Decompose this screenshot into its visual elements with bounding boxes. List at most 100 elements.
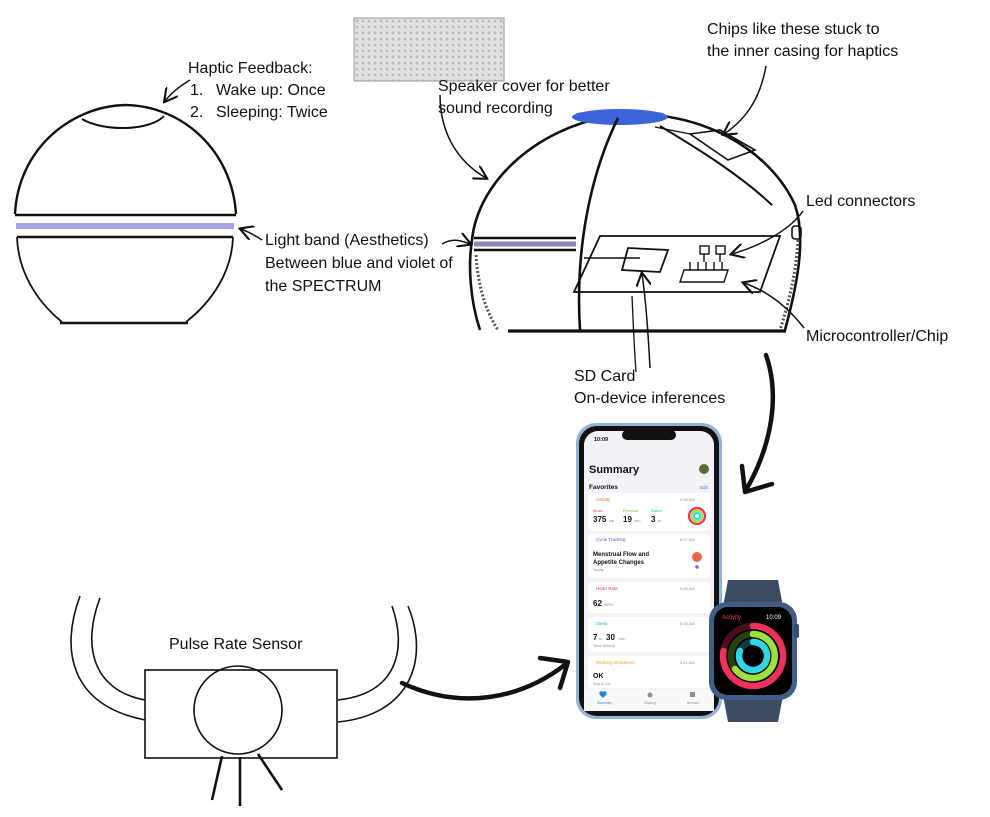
- watch-activity-rings: [719, 622, 787, 690]
- walking-label: Walking Steadiness: [596, 660, 636, 665]
- sensor-body: [144, 669, 338, 759]
- left-sphere-device: [13, 103, 238, 325]
- tab-sharing[interactable]: Sharing: [644, 692, 656, 706]
- sleep-min-unit: min: [619, 636, 625, 641]
- favorites-label: Favorites: [589, 484, 618, 491]
- haptic-item-sleep: 2.Sleeping: Twice: [190, 104, 328, 121]
- phone-notch: [622, 430, 676, 440]
- right-inner-curve-2: [659, 125, 773, 206]
- speaker-cover-label-line2: sound recording: [438, 100, 553, 117]
- left-sphere-dome: [13, 103, 238, 215]
- left-lower-body-right: [185, 236, 234, 323]
- chips-label-line2: the inner casing for haptics: [707, 43, 899, 60]
- stand-label: Stand: [651, 508, 661, 513]
- move-label: Move: [593, 508, 604, 513]
- svg-text:Browse: Browse: [687, 701, 699, 705]
- heart-tab-icon: [599, 691, 607, 698]
- haptic-chip-edge: [654, 126, 691, 135]
- stand-unit: hr: [658, 518, 662, 523]
- sleep-sub: Time Asleep: [593, 643, 616, 648]
- profile-avatar: [699, 464, 709, 474]
- phone-time: 10:09: [594, 437, 608, 443]
- move-unit: cal: [609, 518, 614, 523]
- left-strap-outer: [70, 595, 146, 721]
- cycle-card[interactable]: [588, 534, 710, 578]
- sleep-time: 6:15 AM: [680, 621, 695, 626]
- cycle-line2: Appetite Changes: [593, 560, 645, 566]
- tab-bar: [584, 689, 714, 711]
- sensor-wire-3: [256, 753, 284, 791]
- haptic-chip: [687, 129, 757, 161]
- sleep-hours: 7: [593, 633, 598, 642]
- svg-text:Sharing: Sharing: [644, 701, 656, 705]
- walking-card[interactable]: [588, 656, 710, 688]
- sensor-to-phone-arrowhead: [537, 655, 571, 691]
- heart-value: 62: [593, 599, 602, 608]
- heart-card[interactable]: [588, 582, 710, 613]
- cycle-flow-dot: [692, 552, 702, 562]
- exercise-value: 19: [623, 515, 632, 524]
- phone-title: Summary: [589, 464, 640, 476]
- speaker-arrow: [439, 94, 486, 178]
- sharing-tab-icon: [647, 692, 653, 698]
- cycle-line1: Menstrual Flow and: [593, 552, 649, 558]
- haptic-item-wake: 1.Wake up: Once: [190, 82, 326, 99]
- speaker-cover-label-line1: Speaker cover for better: [438, 78, 610, 95]
- watch-title: Activity: [722, 615, 741, 621]
- sensor-wire-1: [210, 755, 224, 801]
- svg-text:Summary: Summary: [597, 701, 612, 705]
- light-band-label-line3: the SPECTRUM: [265, 278, 382, 295]
- chips-arrow: [724, 65, 767, 134]
- move-value: 375: [593, 515, 607, 524]
- heart-label: Heart Rate: [596, 586, 618, 591]
- activity-label: Activity: [596, 497, 611, 502]
- exercise-unit: min: [634, 518, 640, 523]
- heart-time: 9:36 AM: [680, 586, 695, 591]
- led-connectors: [699, 245, 726, 262]
- right-sphere-device: [468, 109, 802, 333]
- cycle-time: 8:07 AM: [680, 537, 695, 542]
- left-strap-inner: [90, 597, 146, 701]
- edit-link[interactable]: Edit: [700, 485, 709, 490]
- chips-label-line1: Chips like these stuck to: [707, 21, 880, 38]
- cycle-label: Cycle Tracking: [596, 537, 626, 542]
- sd-card: [620, 247, 670, 273]
- sensor-lens: [193, 665, 283, 755]
- right-strap-inner: [337, 605, 400, 701]
- cycle-appetite-dot: [695, 565, 699, 569]
- activity-rings-small: [687, 506, 707, 526]
- haptic-arrow: [165, 79, 191, 101]
- sd-card-label-line1: SD Card: [574, 368, 636, 385]
- light-band-arrow-left: [241, 229, 263, 241]
- walking-value: OK: [593, 673, 604, 680]
- right-sphere-shade-left: [474, 254, 500, 331]
- speaker-mesh-swatch: [353, 17, 505, 82]
- activity-card[interactable]: [588, 493, 710, 531]
- sd-card-label-line2: On-device inferences: [574, 390, 726, 407]
- device-to-phone-arrow: [743, 352, 776, 493]
- watch-crown: [794, 624, 799, 638]
- cycle-sub: Today: [593, 567, 604, 572]
- apple-watch: Activity 10:09: [709, 580, 799, 722]
- pulse-rate-sensor: [70, 595, 418, 806]
- tab-summary[interactable]: Summary: [597, 691, 612, 705]
- microcontroller-chip: [679, 262, 729, 283]
- right-inner-curve-1: [577, 117, 620, 331]
- led-bump: [791, 225, 802, 240]
- tab-browse[interactable]: Browse: [687, 692, 699, 705]
- right-strap-outer: [337, 605, 418, 723]
- left-lower-body-left: [16, 236, 63, 323]
- sleep-label: Sleep: [596, 621, 608, 626]
- right-sphere-outline: [468, 112, 802, 331]
- iphone: 10:09 Summary Favorites Edit Activity 9:…: [576, 423, 722, 719]
- sensor-to-phone-arrow: [399, 661, 569, 701]
- walking-sub: Sep 8–14: [593, 681, 611, 686]
- haptic-feedback-title: Haptic Feedback:: [188, 60, 313, 77]
- light-band-label-line2: Between blue and violet of: [265, 255, 453, 272]
- sleep-hr-unit: hr: [599, 636, 603, 641]
- activity-time: 9:36 AM: [680, 497, 695, 502]
- sleep-card[interactable]: [588, 617, 710, 652]
- heart-unit: BPM: [604, 602, 613, 607]
- led-arrow: [732, 210, 804, 254]
